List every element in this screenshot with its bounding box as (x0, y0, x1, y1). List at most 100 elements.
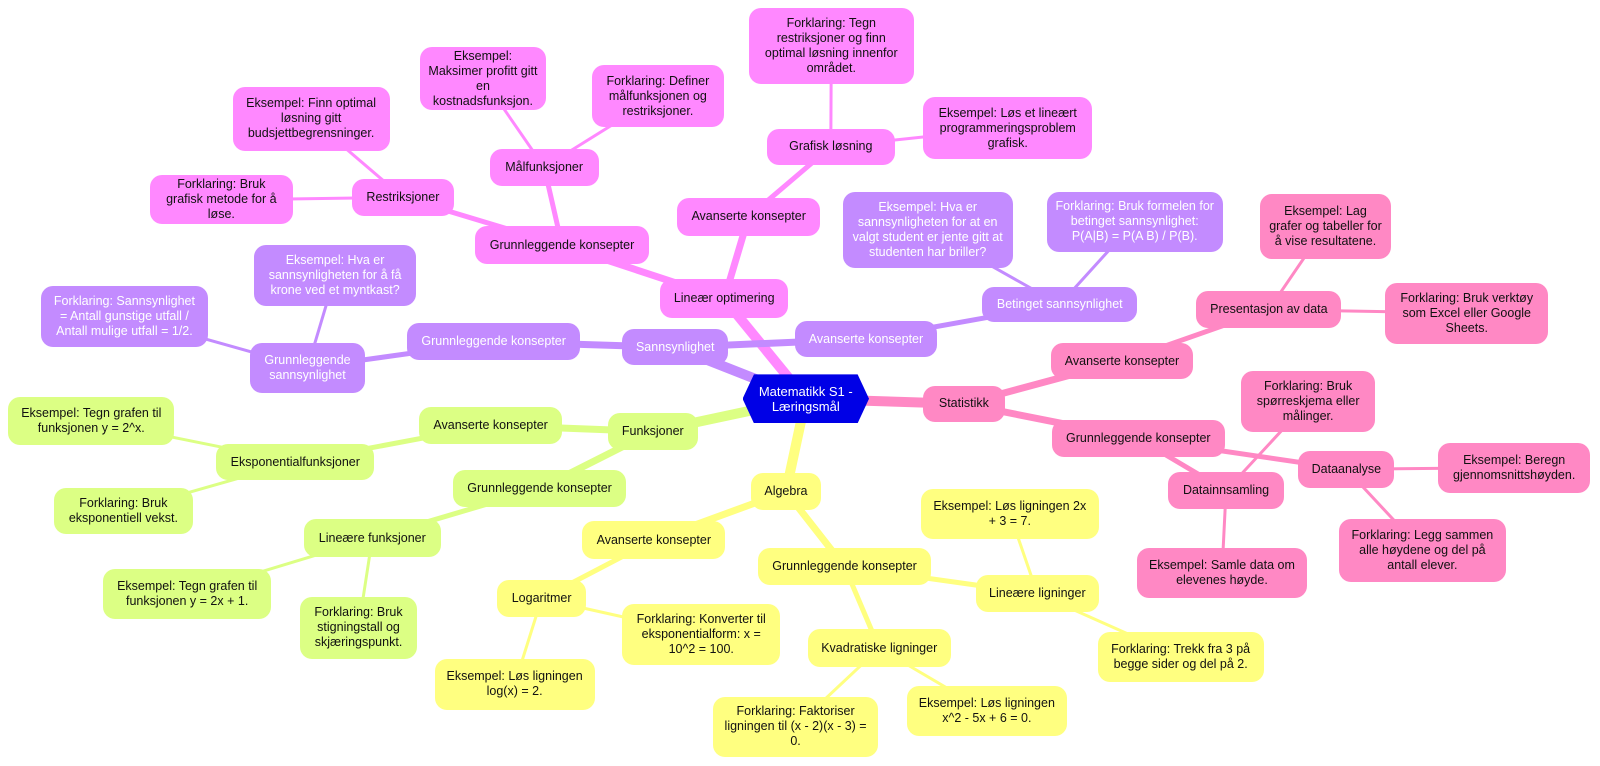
node-label: Forklaring: Bruk grafisk metode for å lø… (166, 177, 277, 222)
node-grunnleggende-konsepter[interactable]: Grunnleggende konsepter (757, 547, 932, 586)
node-avanserte-konsepter[interactable]: Avanserte konsepter (419, 406, 563, 444)
node-forklaring-bruk-grafisk-metode-for-a-los[interactable]: Forklaring: Bruk grafisk metode for å lø… (149, 175, 293, 225)
node-forklaring-bruk-formelen-for-betinget-sa[interactable]: Forklaring: Bruk formelen for betinget s… (1046, 191, 1223, 252)
node-lineaer-optimering[interactable]: Lineær optimering (659, 279, 789, 319)
node-label: Presentasjon av data (1210, 302, 1328, 317)
node-grafisk-losning[interactable]: Grafisk løsning (767, 128, 895, 166)
node-restriksjoner[interactable]: Restriksjoner (351, 178, 454, 217)
node-avanserte-konsepter[interactable]: Avanserte konsepter (677, 197, 821, 236)
node-forklaring-bruk-stigningstall-og-skjaeri[interactable]: Forklaring: Bruk stigningstall og skjæri… (299, 596, 418, 659)
node-kvadratiske-ligninger[interactable]: Kvadratiske ligninger (807, 629, 951, 668)
node-eksponentialfunksjoner[interactable]: Eksponentialfunksjoner (216, 443, 375, 481)
node-avanserte-konsepter[interactable]: Avanserte konsepter (794, 321, 938, 357)
node-forklaring-faktoriser-ligningen-til-x-2-[interactable]: Forklaring: Faktoriser ligningen til (x … (712, 696, 879, 757)
node-label: Lineær optimering (673, 291, 775, 306)
node-label: Eksempel: Lag grafer og tabeller for å v… (1269, 203, 1382, 248)
node-label: Målfunksjoner (505, 159, 584, 174)
node-eksempel-lag-grafer-og-tabeller-for-a-vi[interactable]: Eksempel: Lag grafer og tabeller for å v… (1259, 193, 1392, 260)
node-logaritmer[interactable]: Logaritmer (496, 580, 587, 618)
node-grunnleggende-konsepter[interactable]: Grunnleggende konsepter (1051, 420, 1225, 457)
node-label: Eksempel: Hva er sannsynligheten for at … (852, 200, 1003, 259)
node-datainnsamling[interactable]: Datainnsamling (1167, 472, 1285, 509)
node-forklaring-bruk-verktoy-som-excel-eller-[interactable]: Forklaring: Bruk verktøy som Excel eller… (1385, 282, 1549, 344)
node-lineaere-ligninger[interactable]: Lineære ligninger (976, 575, 1099, 612)
node-label: Algebra (764, 484, 808, 499)
node-eksempel-beregn-gjennomsnittshoyden[interactable]: Eksempel: Beregn gjennomsnittshøyden. (1438, 442, 1591, 493)
node-label: Funksjoner (621, 423, 684, 438)
node-grunnleggende-konsepter[interactable]: Grunnleggende konsepter (452, 470, 627, 507)
node-label: Dataanalyse (1311, 461, 1382, 476)
node-forklaring-bruk-eksponentiell-vekst[interactable]: Forklaring: Bruk eksponentiell vekst. (54, 487, 193, 535)
node-label: Grunnleggende konsepter (772, 559, 917, 574)
node-funksjoner[interactable]: Funksjoner (607, 413, 698, 450)
node-label: Eksempel: Tegn grafen til funksjonen y =… (21, 405, 162, 435)
node-label: Forklaring: Tegn restriksjoner og finn o… (764, 15, 898, 75)
node-label: Forklaring: Bruk spørreskjema eller måli… (1256, 379, 1360, 424)
node-grunnleggende-konsepter[interactable]: Grunnleggende konsepter (406, 323, 581, 361)
node-label: Forklaring: Trekk fra 3 på begge sider o… (1111, 642, 1251, 672)
node-forklaring-sannsynlighet-antall-gunstige[interactable]: Forklaring: Sannsynlighet = Antall gunst… (40, 285, 209, 347)
node-eksempel-hva-er-sannsynligheten-for-a-fa[interactable]: Eksempel: Hva er sannsynligheten for å f… (253, 244, 417, 306)
node-label: Grunnleggende konsepter (421, 334, 566, 349)
node-algebra[interactable]: Algebra (750, 473, 822, 510)
node-label: Avanserte konsepter (808, 331, 924, 346)
node-label: Eksempel: Finn optimal løsning gitt buds… (246, 96, 377, 141)
node-presentasjon-av-data[interactable]: Presentasjon av data (1196, 290, 1342, 329)
node-label: Forklaring: Bruk stigningstall og skjæri… (314, 605, 403, 650)
node-eksempel-samle-data-om-elevenes-hoyde[interactable]: Eksempel: Samle data om elevenes høyde. (1137, 547, 1307, 598)
node-label: Forklaring: Faktoriser ligningen til (x … (724, 704, 867, 749)
node-eksempel-los-et-lineaert-programmeringsp[interactable]: Eksempel: Løs et lineært programmeringsp… (923, 96, 1093, 160)
node-grunnleggende-konsepter[interactable]: Grunnleggende konsepter (475, 226, 649, 265)
node-label: Eksempel: Hva er sannsynligheten for å f… (268, 252, 402, 297)
node-label: Eksempel: Løs ligningen x^2 - 5x + 6 = 0… (918, 696, 1055, 726)
node-label: Restriksjoner (366, 189, 440, 204)
node-grunnleggende-sannsynlighet[interactable]: Grunnleggende sannsynlighet (249, 342, 366, 393)
node-label: Forklaring: Bruk formelen for betinget s… (1055, 199, 1214, 244)
node-label: Eksponentialfunksjoner (230, 454, 360, 469)
node-label: Forklaring: Definer målfunksjonen og res… (606, 73, 710, 118)
node-label: Lineære funksjoner (318, 530, 426, 545)
node-eksempel-finn-optimal-losning-gitt-budsj[interactable]: Eksempel: Finn optimal løsning gitt buds… (232, 86, 390, 151)
node-eksempel-los-ligningen-log-x-2[interactable]: Eksempel: Løs ligningen log(x) = 2. (434, 658, 595, 710)
node-label: Eksempel: Samle data om elevenes høyde. (1149, 557, 1295, 587)
node-dataanalyse[interactable]: Dataanalyse (1298, 450, 1395, 488)
node-eksempel-tegn-grafen-til-funksjonen-y-2x[interactable]: Eksempel: Tegn grafen til funksjonen y =… (103, 569, 272, 620)
node-eksempel-los-ligningen-x-2-5x-6-0[interactable]: Eksempel: Løs ligningen x^2 - 5x + 6 = 0… (906, 686, 1067, 737)
node-forklaring-definer-malfunksjonen-og-rest[interactable]: Forklaring: Definer målfunksjonen og res… (591, 65, 725, 128)
node-forklaring-trekk-fra-3-pa-begge-sider-og[interactable]: Forklaring: Trekk fra 3 på begge sider o… (1097, 632, 1264, 683)
node-label: Logaritmer (511, 591, 572, 606)
node-label: Eksempel: Beregn gjennomsnittshøyden. (1453, 452, 1576, 482)
node-label: Eksempel: Maksimer profitt gitt en kostn… (428, 48, 538, 108)
node-label: Grunnleggende sannsynlighet (264, 352, 351, 382)
node-eksempel-hva-er-sannsynligheten-for-at-e[interactable]: Eksempel: Hva er sannsynligheten for at … (842, 191, 1013, 269)
node-label: Grunnleggende konsepter (467, 481, 612, 496)
node-label: Lineære ligninger (989, 586, 1086, 601)
node-eksempel-los-ligningen-2x-3-7[interactable]: Eksempel: Løs ligningen 2x + 3 = 7. (921, 488, 1099, 539)
node-label: Forklaring: Sannsynlighet = Antall gunst… (53, 293, 195, 338)
node-forklaring-tegn-restriksjoner-og-finn-op[interactable]: Forklaring: Tegn restriksjoner og finn o… (748, 8, 914, 84)
node-label: Eksempel: Løs ligningen 2x + 3 = 7. (933, 498, 1087, 528)
node-avanserte-konsepter[interactable]: Avanserte konsepter (1050, 342, 1194, 380)
node-lineaere-funksjoner[interactable]: Lineære funksjoner (303, 519, 441, 557)
node-label: Forklaring: Legg sammen alle høydene og … (1351, 528, 1494, 573)
node-forklaring-legg-sammen-alle-hoydene-og-d[interactable]: Forklaring: Legg sammen alle høydene og … (1339, 519, 1506, 583)
node-malfunksjoner[interactable]: Målfunksjoner (489, 148, 599, 186)
node-label: Grafisk løsning (789, 139, 873, 154)
node-label: Grunnleggende konsepter (1066, 431, 1211, 446)
node-statistikk[interactable]: Statistikk (923, 385, 1005, 423)
node-label: Eksempel: Løs et lineært programmeringsp… (938, 105, 1077, 150)
node-betinget-sannsynlighet[interactable]: Betinget sannsynlighet (982, 286, 1138, 323)
node-forklaring-konverter-til-eksponentialfor[interactable]: Forklaring: Konverter til eksponentialfo… (622, 603, 781, 666)
node-eksempel-tegn-grafen-til-funksjonen-y-2-[interactable]: Eksempel: Tegn grafen til funksjonen y =… (8, 396, 175, 445)
node-label: Datainnsamling (1182, 483, 1270, 498)
node-label: Kvadratiske ligninger (821, 640, 938, 655)
node-label: Eksempel: Tegn grafen til funksjonen y =… (117, 579, 258, 609)
node-sannsynlighet[interactable]: Sannsynlighet (622, 329, 729, 366)
node-forklaring-bruk-sporreskjema-eller-malin[interactable]: Forklaring: Bruk spørreskjema eller måli… (1241, 371, 1375, 433)
node-label: Avanserte konsepter (691, 209, 806, 224)
node-avanserte-konsepter[interactable]: Avanserte konsepter (582, 521, 726, 559)
node-label: Forklaring: Konverter til eksponentialfo… (636, 611, 766, 656)
node-label: Statistikk (938, 396, 989, 411)
node-eksempel-maksimer-profitt-gitt-en-kostna[interactable]: Eksempel: Maksimer profitt gitt en kostn… (420, 46, 546, 111)
root-node[interactable]: Matematikk S1 - Læringsmål (742, 374, 870, 424)
